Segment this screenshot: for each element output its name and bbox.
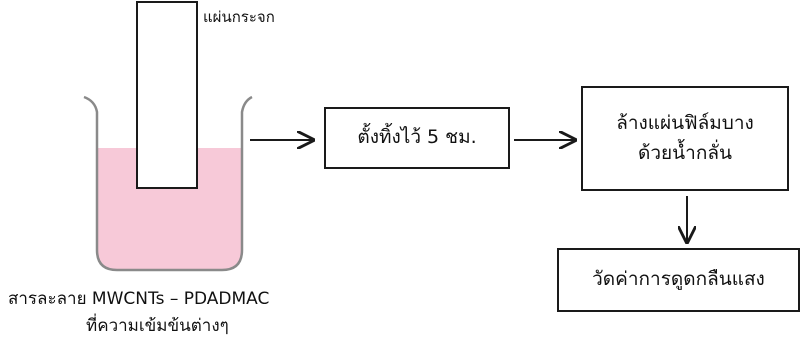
beaker-outline (83, 95, 253, 272)
step-wash-text-line-2: ด้วยน้ำกลั่น (638, 141, 732, 164)
step-measure-box: วัดค่าการดูดกลืนแสง (557, 248, 800, 312)
step-wash-box: ล้างแผ่นฟิล์มบาง ด้วยน้ำกลั่น (581, 86, 789, 191)
beaker-solution (97, 148, 242, 270)
glass-slide-label: แผ่นกระจก (203, 8, 275, 26)
beaker-icon (83, 95, 253, 272)
solution-label-line-1: สารละลาย MWCNTs – PDADMAC (8, 289, 270, 309)
glass-slide-icon (136, 1, 198, 189)
step-stand-box: ตั้งทิ้งไว้ 5 ชม. (324, 107, 510, 169)
step-stand-text: ตั้งทิ้งไว้ 5 ชม. (357, 126, 477, 149)
step-wash-text-line-1: ล้างแผ่นฟิล์มบาง (616, 112, 754, 135)
step-measure-text: วัดค่าการดูดกลืนแสง (592, 268, 765, 291)
solution-label-line-2: ที่ความเข้มข้นต่างๆ (86, 316, 229, 336)
